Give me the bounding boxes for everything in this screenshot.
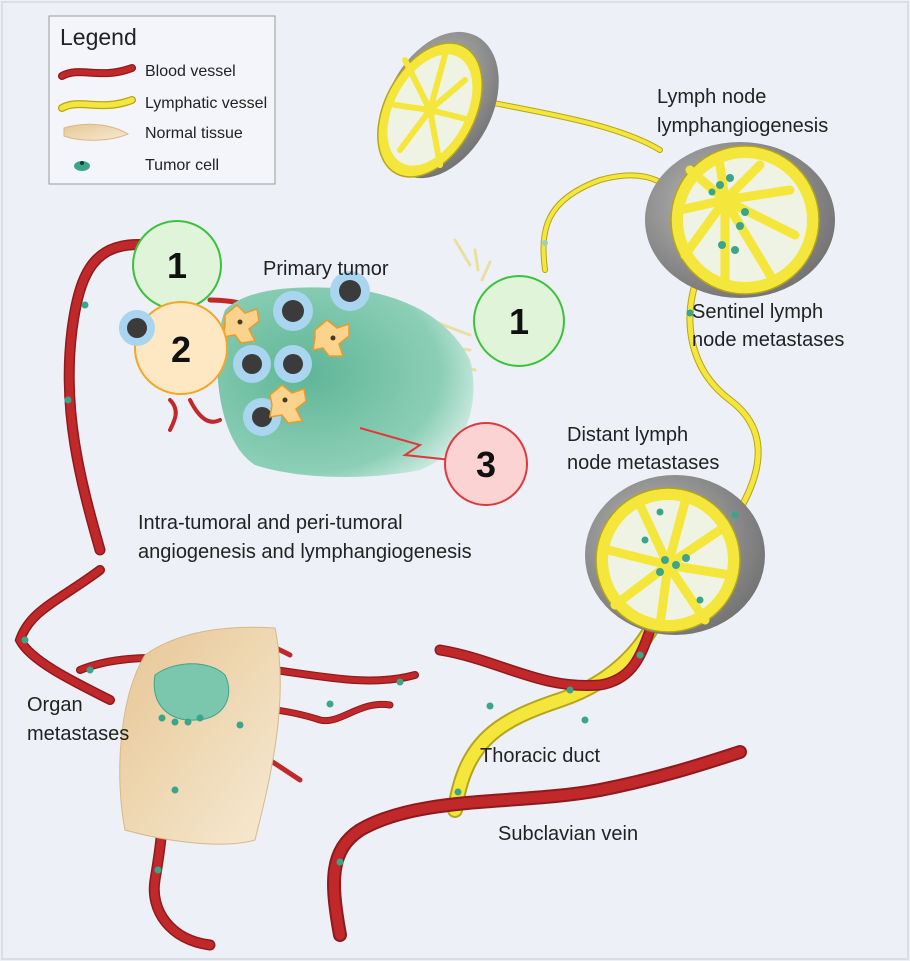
label-lymph-node-lymphangiogenesis-2: lymphangiogenesis [657,115,828,137]
marker-1-right: 1 [474,276,564,366]
label-sentinel-2: node metastases [692,329,844,351]
label-lymph-node-lymphangiogenesis-1: Lymph node [657,86,766,108]
marker-1-right-label: 1 [509,301,529,342]
lymph-node-distant [585,475,765,635]
marker-3-label: 3 [476,444,496,485]
label-sentinel-1: Sentinel lymph [692,301,823,323]
organ-tissue [120,627,281,844]
legend-label-blood-vessel: Blood vessel [145,63,236,80]
label-subclavian-vein: Subclavian vein [498,823,638,845]
marker-1-left-label: 1 [167,245,187,286]
marker-2-label: 2 [171,329,191,370]
label-primary-tumor: Primary tumor [263,258,389,280]
legend-label-normal-tissue: Normal tissue [145,125,243,142]
lymph-node-sentinel [645,142,835,298]
tumor-cell-overlap [119,310,155,346]
legend-title: Legend [60,24,137,50]
legend-label-tumor-cell: Tumor cell [145,157,219,174]
label-distant-1: Distant lymph [567,424,688,446]
legend: Legend Blood vessel Lymphatic vessel Nor… [49,16,275,184]
label-organ-2: metastases [27,723,129,745]
marker-1-left: 1 [133,221,221,309]
label-organ-1: Organ [27,694,83,716]
legend-label-lymphatic-vessel: Lymphatic vessel [145,95,267,112]
legend-item-normal-tissue: Normal tissue [64,124,243,142]
marker-3: 3 [445,423,527,505]
label-thoracic-duct: Thoracic duct [480,745,600,767]
label-distant-2: node metastases [567,452,719,474]
label-angio-1: Intra-tumoral and peri-tumoral [138,512,403,534]
label-angio-2: angiogenesis and lymphangiogenesis [138,541,472,563]
